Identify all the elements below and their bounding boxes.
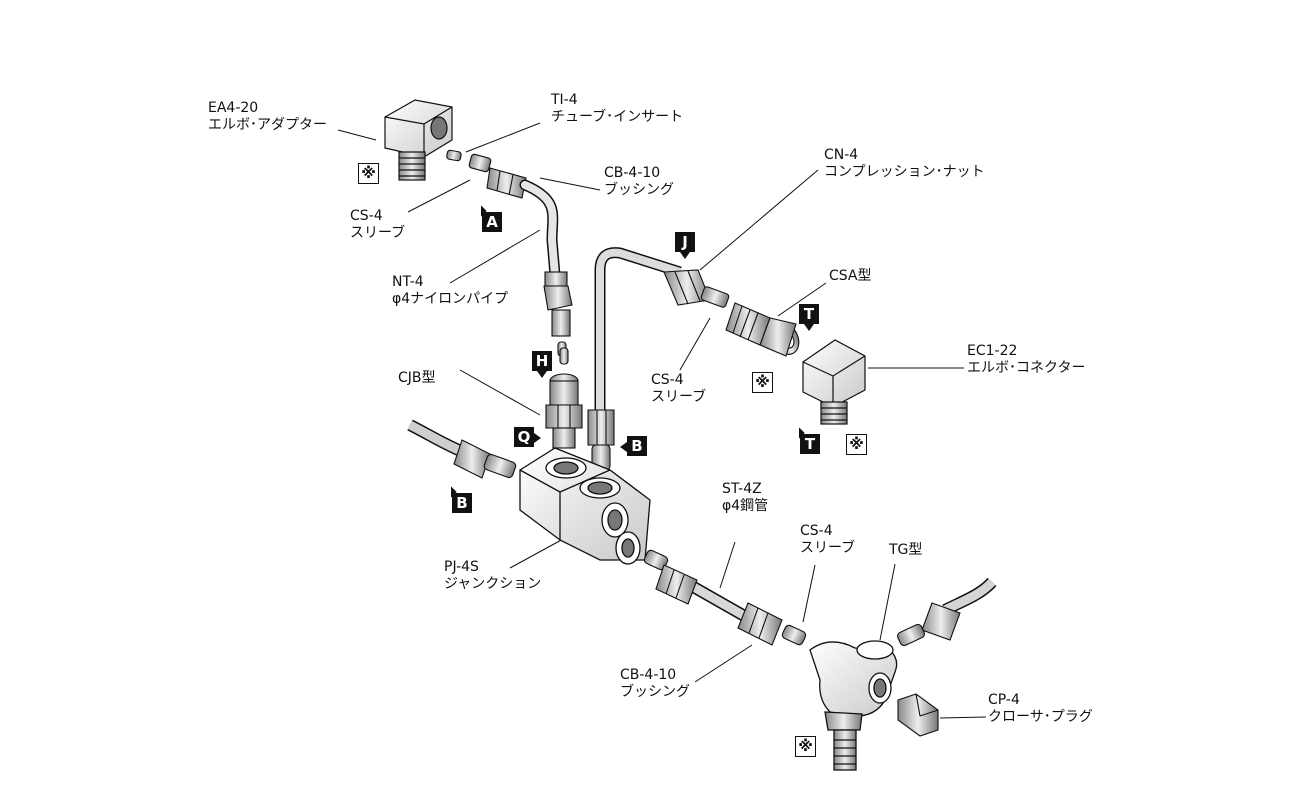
note-mark-ec1-22: ※ — [846, 434, 867, 455]
label-code: CN-4 — [824, 147, 859, 163]
label-ec1-22: EC1-22 エルボ･コネクター — [967, 343, 1085, 377]
label-code: TG型 — [889, 542, 923, 558]
elbow-connector-part — [802, 339, 866, 425]
label-code: TI-4 — [551, 92, 578, 108]
tube-insert-part — [446, 149, 492, 173]
label-code: CS-4 — [651, 372, 684, 388]
label-name: ジャンクション — [444, 576, 542, 592]
label-name: チューブ･インサート — [551, 109, 684, 125]
label-code: NT-4 — [392, 274, 424, 290]
csa-fitting-part — [725, 302, 800, 357]
label-name: スリーブ — [350, 225, 406, 241]
tag-h: H — [532, 351, 552, 378]
label-name: スリーブ — [651, 389, 707, 405]
label-cs-4-left: CS-4 スリーブ — [350, 208, 405, 242]
label-code: EC1-22 — [967, 343, 1018, 359]
steel-pipe-upper — [596, 248, 682, 410]
pipe-nut-part — [587, 409, 615, 471]
label-pj-4s: PJ-4S ジャンクション — [444, 559, 541, 593]
label-cjb: CJB型 — [398, 370, 436, 387]
tag-b-center: B — [620, 436, 647, 456]
label-name: ブッシング — [620, 684, 690, 700]
label-cp-4: CP-4 クローサ･プラグ — [988, 692, 1093, 726]
closer-plug-part — [897, 693, 939, 737]
tag-t-bottom: T — [800, 434, 820, 454]
label-nt-4: NT-4 φ4ナイロンパイプ — [392, 274, 508, 308]
label-st-4z: ST-4Z φ4鋼管 — [722, 481, 768, 515]
label-code: ST-4Z — [722, 481, 762, 497]
label-ti-4: TI-4 チューブ･インサート — [551, 92, 683, 126]
steel-pipe-lower — [687, 581, 751, 622]
label-name: スリーブ — [800, 540, 856, 556]
label-code: PJ-4S — [444, 559, 479, 575]
tag-j: J — [675, 232, 695, 259]
label-name: ブッシング — [604, 182, 674, 198]
right-pipe-fitting — [897, 602, 961, 647]
label-cn-4: CN-4 コンプレッション･ナット — [824, 147, 985, 181]
bushing-top-part — [486, 167, 527, 199]
label-code: EA4-20 — [208, 100, 259, 116]
label-code: CP-4 — [988, 692, 1020, 708]
tag-a: A — [482, 212, 502, 232]
tee-fitting-part — [809, 640, 898, 771]
label-code: CB-4-10 — [620, 667, 677, 683]
elbow-adapter-part — [384, 99, 453, 181]
label-code: CJB型 — [398, 370, 436, 386]
label-name: φ4鋼管 — [722, 498, 769, 514]
note-mark-tg: ※ — [795, 736, 816, 757]
label-name: φ4ナイロンパイプ — [392, 291, 509, 307]
label-ea4-20: EA4-20 エルボ･アダプター — [208, 100, 327, 134]
label-cb-4-10-top: CB-4-10 ブッシング — [604, 165, 674, 199]
label-code: CS-4 — [350, 208, 383, 224]
nylon-pipe-fitting — [543, 271, 573, 357]
label-name: クローサ･プラグ — [988, 709, 1093, 725]
label-name: エルボ･コネクター — [967, 360, 1086, 376]
cjb-fitting-part — [545, 347, 583, 449]
label-cb-4-10-bottom: CB-4-10 ブッシング — [620, 667, 690, 701]
left-fitting-part — [453, 439, 517, 479]
compression-nut-part — [663, 269, 730, 308]
nylon-pipe — [521, 181, 559, 279]
label-tg: TG型 — [889, 542, 922, 559]
junction-body-part — [519, 447, 651, 565]
tag-t-top: T — [799, 304, 819, 331]
label-name: コンプレッション･ナット — [824, 164, 985, 180]
label-cs-4-lower: CS-4 スリーブ — [800, 523, 855, 557]
note-mark-csa: ※ — [752, 372, 773, 393]
note-mark-ea4-20: ※ — [358, 163, 379, 184]
label-code: CSA型 — [829, 268, 872, 284]
label-code: CS-4 — [800, 523, 833, 539]
label-csa: CSA型 — [829, 268, 872, 285]
label-name: エルボ･アダプター — [208, 117, 327, 133]
tag-q: Q — [514, 427, 541, 447]
lower-pipe-fittings — [643, 549, 807, 646]
right-pipe — [942, 578, 996, 615]
label-cs-4-mid: CS-4 スリーブ — [651, 372, 706, 406]
label-code: CB-4-10 — [604, 165, 661, 181]
leader-lines — [337, 122, 987, 719]
tag-b-left: B — [452, 493, 472, 513]
